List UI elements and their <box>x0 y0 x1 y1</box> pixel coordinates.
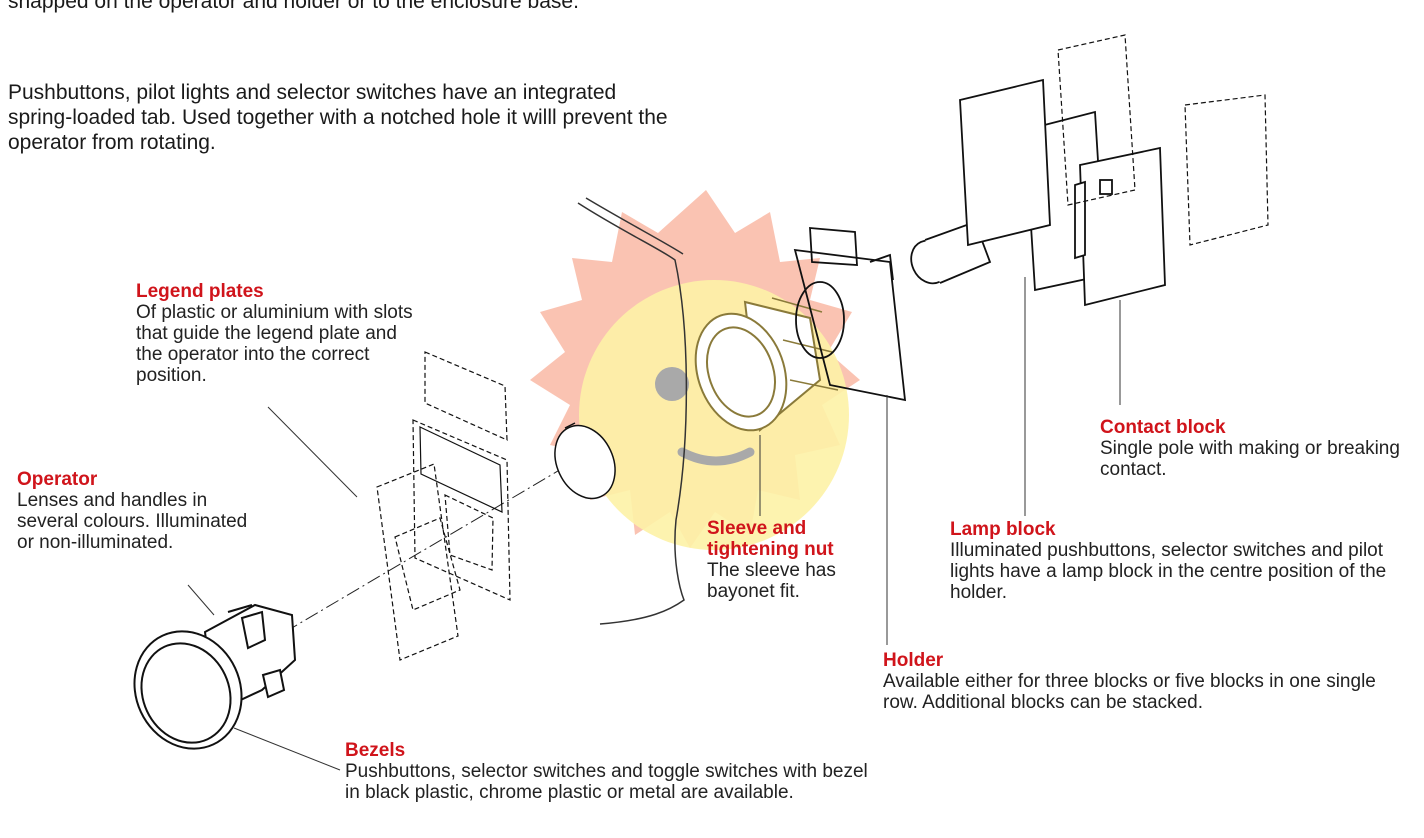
callout-bezels-title: Bezels <box>345 740 406 761</box>
sleeve-nut-icon <box>694 297 839 432</box>
callout-holder-title: Holder <box>883 650 944 671</box>
callout-contact-block-body: Single pole with making or breaking cont… <box>1100 438 1400 480</box>
callout-legend-plates-body: Of plastic or aluminium with slots that … <box>136 302 413 386</box>
callout-legend-plates-title: Legend plates <box>136 281 264 302</box>
stacked-blocks-icon <box>1057 34 1269 246</box>
callout-lamp-block-title: Lamp block <box>950 519 1056 540</box>
intro-paragraph-2: Pushbuttons, pilot lights and selector s… <box>8 81 668 154</box>
callout-operator-title: Operator <box>17 469 98 490</box>
callout-operator-body: Lenses and handles in several colours. I… <box>17 490 248 553</box>
callout-bezels-body: Pushbuttons, selector switches and toggl… <box>345 761 868 803</box>
leader-lines <box>187 277 1121 771</box>
legend-plate-icon <box>412 351 511 601</box>
callout-sleeve-body: The sleeve has bayonet fit. <box>707 560 836 602</box>
operator-icon <box>133 603 297 750</box>
callout-sleeve-title: Sleeve and tightening nut <box>707 518 834 560</box>
callout-lamp-block-body: Illuminated pushbuttons, selector switch… <box>950 540 1387 603</box>
washer-icon <box>554 422 616 500</box>
panel-outline <box>577 197 688 625</box>
callout-holder: Holder Available either for three blocks… <box>883 650 1383 713</box>
bezel-plate-icon <box>376 463 461 661</box>
callout-contact-block-title: Contact block <box>1100 417 1226 438</box>
callout-operator: Operator Lenses and handles in several c… <box>17 469 257 553</box>
contact-block-icon <box>959 78 1166 307</box>
callout-lamp-block: Lamp block Illuminated pushbuttons, sele… <box>950 519 1420 603</box>
callout-legend-plates: Legend plates Of plastic or aluminium wi… <box>136 281 426 386</box>
callout-holder-body: Available either for three blocks or fiv… <box>883 671 1376 713</box>
callout-bezels: Bezels Pushbuttons, selector switches an… <box>345 740 885 803</box>
callout-contact-block: Contact block Single pole with making or… <box>1100 417 1400 480</box>
intro-paragraph-1: snapped on the operator and holder or to… <box>8 0 579 13</box>
holder-icon <box>793 227 907 402</box>
callout-sleeve: Sleeve and tightening nut The sleeve has… <box>707 518 877 602</box>
